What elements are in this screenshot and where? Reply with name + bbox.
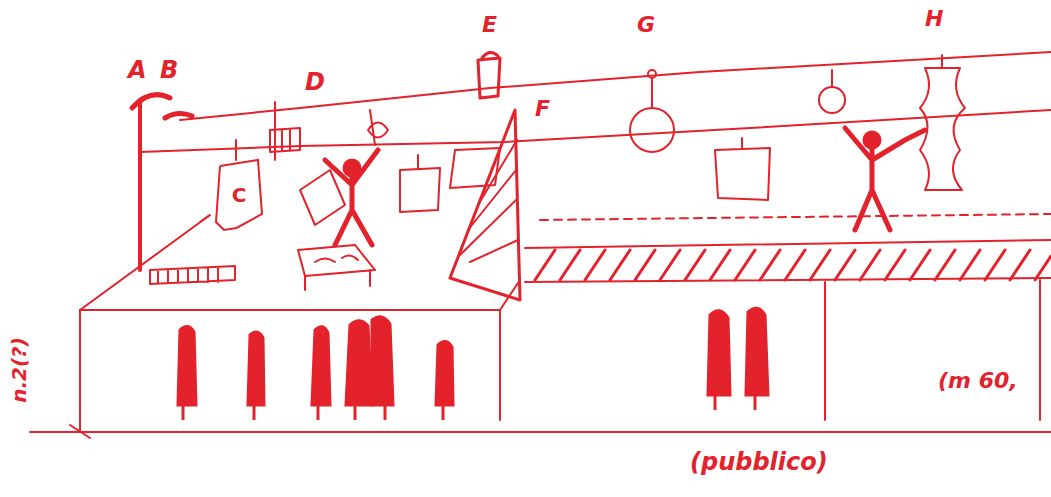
pole — [138, 100, 142, 270]
bridge-hatch — [535, 250, 1051, 280]
leader-line — [200, 215, 210, 222]
ground-line — [30, 431, 1051, 433]
performer — [325, 150, 378, 245]
audience-figure — [436, 341, 453, 420]
hook — [941, 55, 943, 68]
sketch-label: D — [305, 70, 325, 94]
hanging-circle — [819, 87, 845, 113]
hanging-flower — [368, 110, 388, 145]
hanging-sheet — [300, 170, 345, 225]
audience-figure — [746, 308, 768, 410]
dashed-line — [540, 214, 1051, 220]
sketch-label: E — [482, 14, 497, 36]
table-objects — [315, 255, 358, 262]
table-prop — [298, 245, 375, 290]
pole-top — [132, 95, 170, 108]
audience-figure — [178, 326, 196, 420]
audience-figure — [248, 332, 264, 420]
hook — [235, 140, 237, 160]
hook-ring — [648, 70, 656, 78]
platform-right-edge — [500, 280, 520, 420]
hanging-sheet — [400, 155, 440, 212]
tick — [70, 425, 90, 438]
hook — [831, 70, 833, 87]
audience-figure — [312, 327, 330, 420]
sketch-label: H — [925, 8, 943, 30]
lamp — [478, 52, 500, 98]
sketch-label: (pubblico) — [690, 450, 828, 474]
keyboard-prop — [150, 266, 235, 284]
audience-figure — [372, 317, 393, 420]
sketch-label: A — [128, 58, 147, 82]
sketch-label: n.2(?) — [9, 337, 29, 403]
sketch-label: F — [535, 98, 550, 120]
clamp — [165, 113, 192, 118]
sheet-letter: C — [214, 158, 264, 232]
sketch-label: B — [160, 58, 178, 82]
hanging-comb — [270, 102, 300, 160]
tower-hatch — [460, 140, 518, 262]
performers — [325, 128, 925, 245]
audience-figure — [708, 311, 730, 410]
sketch-label: (m 60, — [938, 370, 1018, 392]
sketch-label: G — [637, 14, 655, 36]
hanging-sheet — [450, 148, 500, 188]
platform-front-top — [80, 309, 500, 311]
hanging-sheet: C — [214, 158, 264, 232]
platform-side — [80, 215, 210, 310]
hanging-sheet — [715, 138, 770, 200]
audience-figure — [346, 321, 372, 420]
performer — [845, 128, 925, 230]
tower — [450, 110, 520, 300]
hanging-circle — [630, 108, 674, 152]
audience — [178, 308, 768, 420]
bridge — [525, 240, 1051, 282]
lower-wire — [140, 110, 1051, 152]
hook — [651, 78, 653, 108]
bridge-support — [825, 280, 1040, 420]
platform-left-edge — [79, 310, 81, 432]
